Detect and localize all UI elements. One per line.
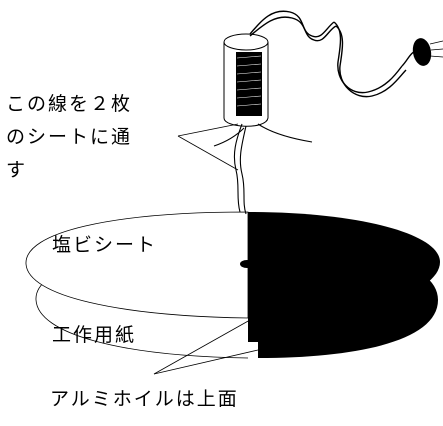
center-hole <box>240 260 254 268</box>
lead-wires <box>213 123 313 215</box>
upper-disk-white-half <box>25 211 249 319</box>
leader-lines <box>153 123 259 375</box>
leader-foil-b <box>153 349 259 375</box>
cord <box>249 10 419 98</box>
plug <box>412 38 443 66</box>
coil-windings <box>236 52 262 116</box>
leader-wire-b <box>177 135 239 171</box>
paper-label: 工作用紙 <box>52 324 137 346</box>
wire-label-line3: す <box>6 159 28 181</box>
plug-body <box>412 38 432 66</box>
wire-label-line2: のシートに通 <box>6 126 133 148</box>
leader-foil-a <box>153 319 251 375</box>
coil <box>223 33 269 127</box>
wire-label-line1: この線を２枚 <box>6 93 133 115</box>
coil-winding-highlights <box>236 55 262 107</box>
leader-wire-a <box>177 123 239 137</box>
upper-disk-black-half <box>248 212 440 319</box>
pvc-sheet-label: 塩ビシート <box>52 234 158 256</box>
coil-top <box>223 33 269 51</box>
upper-disk <box>25 211 440 319</box>
foil-label: アルミホイルは上面 <box>50 388 239 410</box>
